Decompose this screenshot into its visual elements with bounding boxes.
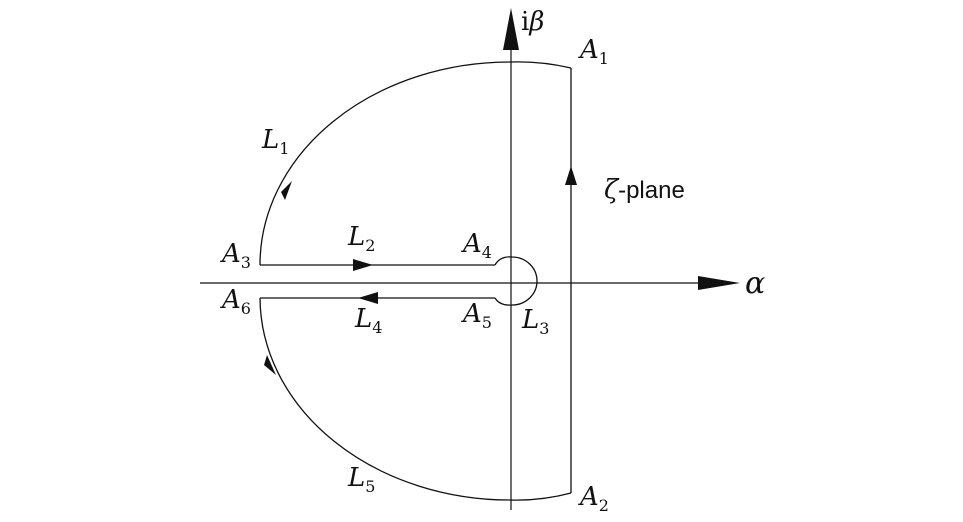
right-vertical-direction-arrow bbox=[565, 166, 577, 185]
contour-l3-semicircle bbox=[494, 256, 538, 306]
label-l5: L5 bbox=[347, 463, 375, 496]
label-l3: L3 bbox=[521, 305, 549, 338]
label-a6: A6 bbox=[220, 285, 251, 318]
label-l4: L4 bbox=[354, 304, 382, 337]
label-a5: A5 bbox=[461, 299, 492, 332]
label-a3: A3 bbox=[220, 239, 251, 272]
l1-direction-arrow bbox=[281, 181, 292, 200]
l5-direction-arrow bbox=[264, 355, 276, 375]
contour-l1-arc bbox=[259, 61, 572, 266]
label-a1: A1 bbox=[578, 35, 609, 68]
alpha-axis-label: α bbox=[745, 266, 765, 301]
ibeta-axis-label: iβ bbox=[521, 7, 544, 37]
contour-l5-arc bbox=[259, 297, 572, 501]
alpha-axis-arrowhead bbox=[698, 276, 740, 290]
label-l2: L2 bbox=[347, 222, 375, 255]
label-a2: A2 bbox=[578, 482, 609, 515]
l4-direction-arrow bbox=[358, 292, 378, 304]
plane-label: ζ-plane bbox=[604, 175, 685, 205]
label-l1: L1 bbox=[261, 125, 289, 158]
l2-direction-arrow bbox=[353, 259, 373, 271]
label-a4: A4 bbox=[461, 229, 492, 262]
ibeta-axis-arrowhead bbox=[503, 8, 519, 50]
